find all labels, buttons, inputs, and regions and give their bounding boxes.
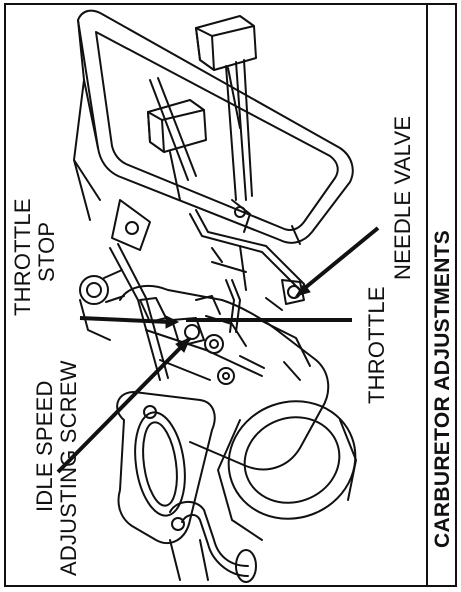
- throttle-bore: [217, 400, 357, 541]
- label-throttle-stop-line1: THROTTLE: [10, 198, 35, 316]
- label-throttle-stop-line2: STOP: [34, 221, 59, 282]
- label-throttle: THROTTLE: [364, 286, 389, 404]
- linkage-rods: [109, 209, 305, 381]
- figure-title: CARBURETOR ADJUSTMENTS: [431, 229, 454, 548]
- leader-lines: [56, 226, 380, 474]
- label-needle-valve: NEEDLE VALVE: [390, 115, 415, 280]
- outer-frame: [4, 3, 457, 587]
- cover-knobs: [147, 15, 257, 201]
- label-idle-speed-line1: IDLE SPEED: [32, 380, 57, 512]
- cover-brackets: [111, 199, 301, 251]
- fuel-inlet-fitting: [169, 501, 257, 583]
- title-divider: [426, 3, 428, 587]
- cover-slots: [149, 59, 253, 201]
- side-fitting: [79, 269, 125, 341]
- mounting-flange: [116, 391, 216, 545]
- label-idle-speed-line2: ADJUSTING SCREW: [56, 360, 81, 576]
